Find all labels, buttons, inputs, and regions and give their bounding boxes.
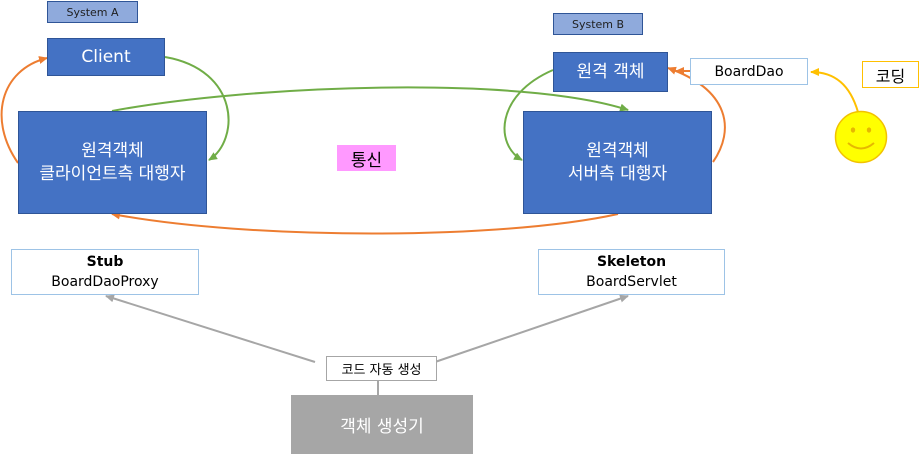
client-proxy-line2: 클라이언트측 대행자 bbox=[39, 163, 186, 184]
arrow-response-communication bbox=[111, 211, 619, 235]
arrow-request-communication bbox=[111, 86, 629, 112]
coding-label-box: 코딩 bbox=[862, 61, 919, 88]
remote-object-box: 원격 객체 bbox=[553, 52, 668, 92]
stub-name: BoardDaoProxy bbox=[51, 274, 159, 290]
arrow-codegen-to-skeleton bbox=[434, 294, 629, 363]
stub-title: Stub bbox=[86, 254, 124, 270]
system-b-label: System B bbox=[553, 13, 643, 35]
object-generator-box: 객체 생성기 bbox=[291, 395, 473, 454]
codegen-label-box: 코드 자동 생성 bbox=[326, 356, 437, 381]
object-generator-label: 객체 생성기 bbox=[340, 417, 424, 437]
coding-label: 코딩 bbox=[875, 66, 906, 86]
skeleton-title: Skeleton bbox=[596, 254, 667, 270]
arrow-remote-to-skeleton bbox=[503, 69, 554, 161]
arrow-skeleton-to-remote bbox=[667, 66, 726, 163]
arrow-client-to-stub bbox=[164, 56, 230, 161]
system-a-text: System A bbox=[66, 5, 119, 19]
client-proxy-box: 원격객체 클라이언트측 대행자 bbox=[18, 111, 207, 214]
system-b-text: System B bbox=[571, 17, 625, 31]
communication-label-box: 통신 bbox=[337, 145, 396, 171]
arrow-stub-to-client bbox=[0, 56, 48, 164]
arrow-developer-to-boarddao bbox=[810, 68, 859, 113]
system-a-label: System A bbox=[47, 1, 138, 23]
skeleton-box: Skeleton BoardServlet bbox=[538, 249, 725, 295]
codegen-label: 코드 자동 생성 bbox=[341, 363, 422, 378]
boarddao-box: BoardDao bbox=[690, 58, 808, 85]
client-label: Client bbox=[81, 46, 131, 67]
stub-box: Stub BoardDaoProxy bbox=[11, 249, 199, 295]
boarddao-label: BoardDao bbox=[714, 63, 784, 80]
client-proxy-line1: 원격객체 bbox=[81, 140, 144, 161]
client-box: Client bbox=[47, 38, 165, 76]
remote-object-label: 원격 객체 bbox=[576, 61, 645, 82]
smiley-face-icon bbox=[834, 110, 888, 164]
arrow-codegen-to-stub bbox=[105, 294, 316, 363]
server-proxy-line1: 원격객체 bbox=[586, 140, 649, 161]
communication-label: 통신 bbox=[350, 150, 383, 171]
server-proxy-line2: 서버측 대행자 bbox=[567, 163, 668, 184]
skeleton-name: BoardServlet bbox=[586, 274, 677, 290]
server-proxy-box: 원격객체 서버측 대행자 bbox=[523, 111, 712, 214]
